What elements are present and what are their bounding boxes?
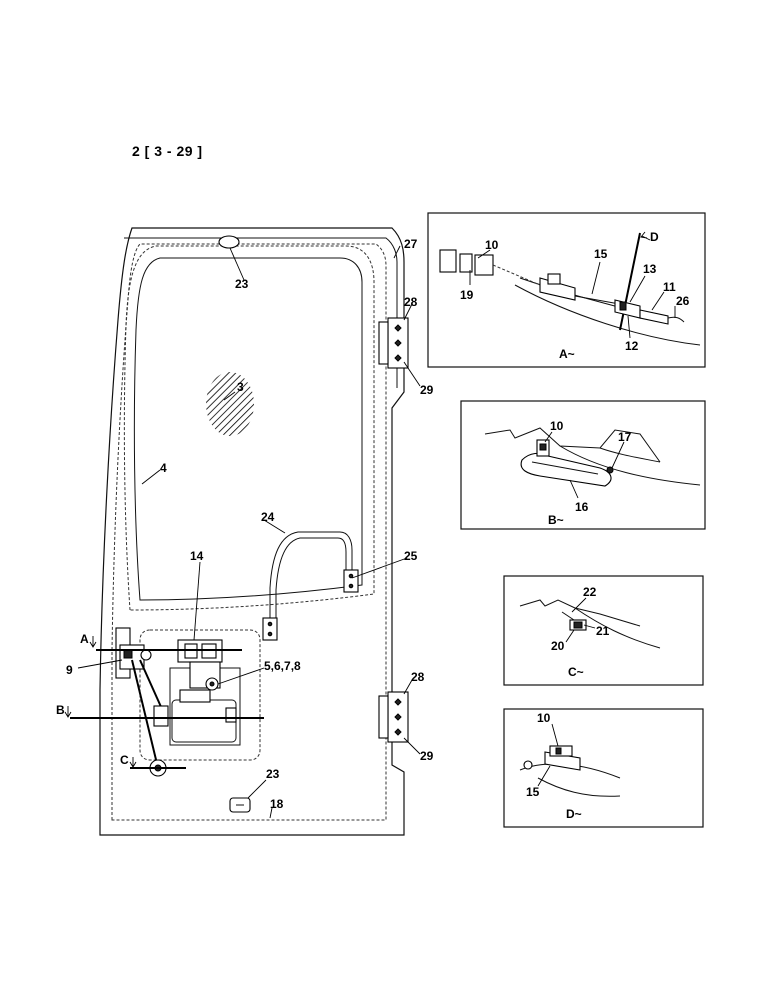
- detail-b-label-17: 17: [618, 430, 632, 444]
- detail-a-label-11: 11: [663, 280, 676, 294]
- door-trim: [111, 243, 387, 821]
- detail-a-label-26: 26: [676, 294, 690, 308]
- detail-c: [503, 575, 704, 686]
- callout-4: 4: [160, 461, 167, 475]
- callout-27: 27: [404, 237, 418, 251]
- detail-d: [503, 708, 704, 828]
- callout-14: 14: [190, 549, 204, 563]
- section-marker-a: A: [80, 632, 89, 646]
- lock-plate: [139, 629, 261, 761]
- detail-c-caption: C~: [568, 665, 584, 679]
- lower-hinge: [378, 691, 409, 743]
- detail-a-label-12: 12: [625, 339, 639, 353]
- callout-5678: 5,6,7,8: [264, 659, 301, 673]
- door-assembly: [64, 227, 421, 836]
- detail-a: [427, 212, 706, 368]
- detail-a-label-d: D: [650, 230, 659, 244]
- door-outline: [99, 227, 405, 836]
- detail-d-frame: [503, 708, 704, 828]
- detail-a-frame: [427, 212, 706, 368]
- detail-a-caption: A~: [559, 347, 575, 361]
- detail-a-label-15: 15: [594, 247, 608, 261]
- page-title: 2 [ 3 - 29 ]: [132, 143, 203, 159]
- callout-24: 24: [261, 510, 275, 524]
- callout-28-bottom: 28: [411, 670, 425, 684]
- callout-28-top: 28: [404, 295, 418, 309]
- glass-hatch: [206, 372, 254, 436]
- detail-b-caption: B~: [548, 513, 564, 527]
- window-weatherstrip: [123, 245, 375, 611]
- callout-9: 9: [66, 663, 73, 677]
- upper-hinge: [378, 317, 409, 369]
- top-clip: [218, 235, 240, 249]
- callout-3: 3: [237, 380, 244, 394]
- callout-29-top: 29: [420, 383, 434, 397]
- detail-d-label-15: 15: [526, 785, 540, 799]
- detail-b: [460, 400, 706, 530]
- lock-mechanism: [160, 639, 240, 703]
- rail-bracket-left: [262, 617, 278, 641]
- section-marker-b: B: [56, 703, 65, 717]
- section-marker-c: C: [120, 753, 129, 767]
- detail-b-label-10: 10: [550, 419, 564, 433]
- detail-c-label-20: 20: [551, 639, 565, 653]
- window-glass: [133, 257, 363, 601]
- detail-b-label-16: 16: [575, 500, 589, 514]
- callout-29-bottom: 29: [420, 749, 434, 763]
- detail-a-label-13: 13: [643, 262, 657, 276]
- door-seal: [124, 237, 398, 388]
- detail-d-caption: D~: [566, 807, 582, 821]
- handle-rail: [269, 531, 353, 620]
- detail-b-frame: [460, 400, 706, 530]
- detail-d-label-10: 10: [537, 711, 551, 725]
- detail-a-label-10: 10: [485, 238, 499, 252]
- callout-25: 25: [404, 549, 418, 563]
- detail-c-label-22: 22: [583, 585, 597, 599]
- callout-18: 18: [270, 797, 284, 811]
- linkage-rod: [131, 659, 159, 769]
- detail-c-frame: [503, 575, 704, 686]
- callout-23-top: 23: [235, 277, 249, 291]
- rail-bracket-right: [343, 569, 359, 593]
- callout-23-bottom: 23: [266, 767, 280, 781]
- detail-c-label-21: 21: [596, 624, 610, 638]
- detail-a-label-19: 19: [460, 288, 474, 302]
